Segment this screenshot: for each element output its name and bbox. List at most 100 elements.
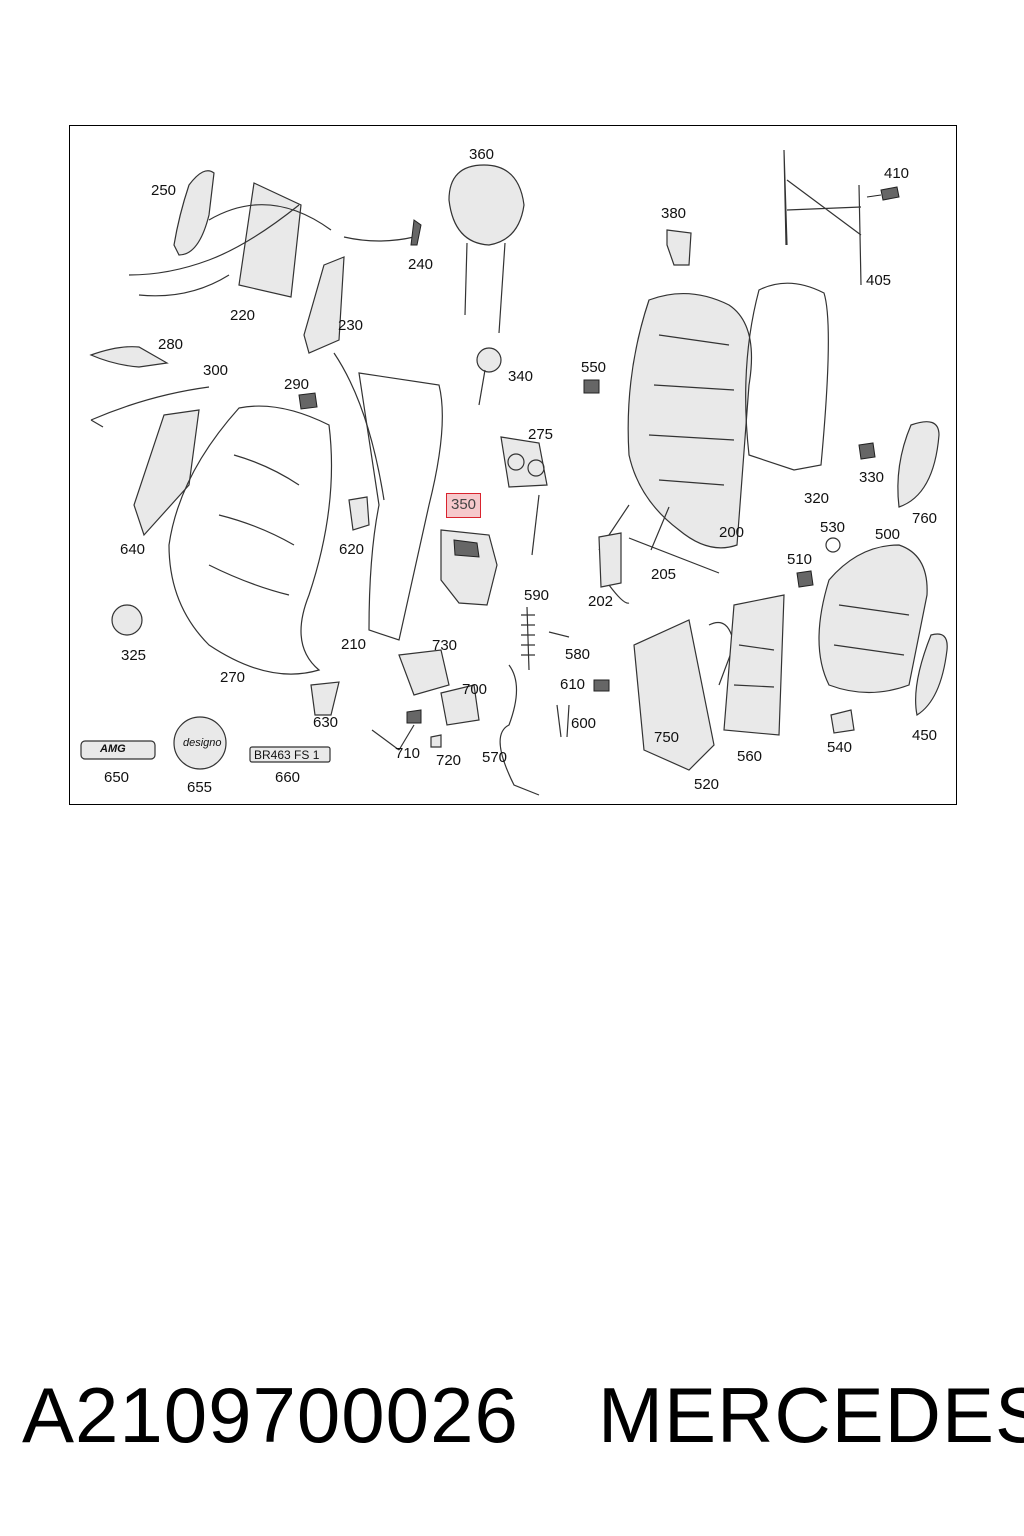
part-540-plug [830, 709, 855, 734]
callout-560[interactable]: 560 [737, 748, 763, 765]
part-590-rail-teeth [521, 614, 535, 656]
callout-205[interactable]: 205 [651, 566, 677, 583]
callout-210[interactable]: 210 [341, 636, 367, 653]
part-580-pin [548, 631, 570, 638]
amg-badge-text: AMG [100, 743, 126, 755]
callout-500[interactable]: 500 [875, 526, 901, 543]
part-380-clip [666, 229, 692, 266]
part-202-cable [608, 584, 630, 604]
callout-520[interactable]: 520 [694, 776, 720, 793]
part-520-panel [633, 619, 715, 771]
part-610-screw [593, 679, 610, 692]
callout-240[interactable]: 240 [408, 256, 434, 273]
part-275-disc-b [527, 459, 545, 477]
part-405-frame [783, 149, 862, 286]
callout-570[interactable]: 570 [482, 749, 508, 766]
part-410-screw [866, 186, 900, 201]
part-270-seat-seam [208, 454, 300, 596]
part-530-washer [825, 537, 841, 553]
callout-650[interactable]: 650 [104, 769, 130, 786]
part-720-part [430, 734, 442, 748]
part-660-plate [249, 746, 331, 763]
callout-410[interactable]: 410 [884, 165, 910, 182]
part-730-switch [398, 649, 450, 696]
callout-330[interactable]: 330 [859, 469, 885, 486]
callout-405[interactable]: 405 [866, 272, 892, 289]
callout-280[interactable]: 280 [158, 336, 184, 353]
part-350-actuator [440, 529, 498, 606]
part-325-badge [111, 604, 143, 636]
callout-590[interactable]: 590 [524, 587, 550, 604]
callout-300[interactable]: 300 [203, 362, 229, 379]
part-560-assembly [723, 594, 785, 736]
part-240-clip [410, 219, 422, 246]
callout-640[interactable]: 640 [120, 541, 146, 558]
part-250-pad [173, 170, 215, 256]
callout-530[interactable]: 530 [820, 519, 846, 536]
callout-630[interactable]: 630 [313, 714, 339, 731]
callout-620[interactable]: 620 [339, 541, 365, 558]
callout-610[interactable]: 610 [560, 676, 586, 693]
part-450-cover [915, 633, 948, 716]
brand-name: MERCEDES [598, 1371, 1024, 1459]
callout-320[interactable]: 320 [804, 490, 830, 507]
part-350-motor [453, 539, 480, 558]
callout-540[interactable]: 540 [827, 739, 853, 756]
part-230-bracket [303, 256, 345, 354]
callout-380[interactable]: 380 [661, 205, 687, 222]
callout-600[interactable]: 600 [571, 715, 597, 732]
callout-202[interactable]: 202 [588, 593, 614, 610]
callout-220[interactable]: 220 [230, 307, 256, 324]
part-275-disc-a [507, 453, 525, 471]
callout-275[interactable]: 275 [528, 426, 554, 443]
part-600-bracket [556, 704, 570, 738]
seat-parts-drawing [80, 149, 948, 796]
part-710-leader [371, 724, 415, 751]
callout-230[interactable]: 230 [338, 317, 364, 334]
part-340-pin [478, 369, 486, 406]
callout-350-highlighted[interactable]: 350 [446, 493, 482, 518]
part-360-headrest [448, 164, 525, 246]
part-590-rail [526, 606, 530, 671]
part-300-cable [90, 386, 210, 428]
callout-250[interactable]: 250 [151, 182, 177, 199]
part-280-strap [89, 346, 169, 368]
callout-760[interactable]: 760 [912, 510, 938, 527]
part-650-badge [80, 740, 156, 760]
part-number: A2109700026 [22, 1371, 519, 1459]
part-202-motor [598, 532, 622, 588]
part-220-cable [128, 204, 332, 297]
callout-700[interactable]: 700 [462, 681, 488, 698]
part-560-lines [733, 644, 775, 688]
part-550-screw [583, 379, 600, 394]
part-570-harness [499, 664, 540, 796]
part-240-arrow [343, 236, 415, 242]
part-360-posts [464, 242, 506, 334]
callout-340[interactable]: 340 [508, 368, 534, 385]
plate-text: BR463 FS 1 [254, 748, 320, 762]
callout-360[interactable]: 360 [469, 146, 495, 163]
part-640-panel [133, 409, 200, 537]
part-500-frame [818, 544, 928, 694]
part-320-back [745, 282, 829, 471]
callout-200[interactable]: 200 [719, 524, 745, 541]
part-270-seat [168, 405, 333, 675]
callout-750[interactable]: 750 [654, 729, 680, 746]
callout-710[interactable]: 710 [395, 745, 421, 762]
callout-290[interactable]: 290 [284, 376, 310, 393]
part-710-part [406, 709, 422, 724]
designo-badge-text: designo [183, 737, 222, 749]
callout-450[interactable]: 450 [912, 727, 938, 744]
callout-720[interactable]: 720 [436, 752, 462, 769]
callout-660[interactable]: 660 [275, 769, 301, 786]
part-620-piece [348, 496, 370, 531]
callout-580[interactable]: 580 [565, 646, 591, 663]
callout-550[interactable]: 550 [581, 359, 607, 376]
callout-510[interactable]: 510 [787, 551, 813, 568]
callout-270[interactable]: 270 [220, 669, 246, 686]
callout-730[interactable]: 730 [432, 637, 458, 654]
callout-325[interactable]: 325 [121, 647, 147, 664]
part-205-rod [628, 537, 720, 574]
part-200-frame [627, 293, 752, 549]
callout-655[interactable]: 655 [187, 779, 213, 796]
